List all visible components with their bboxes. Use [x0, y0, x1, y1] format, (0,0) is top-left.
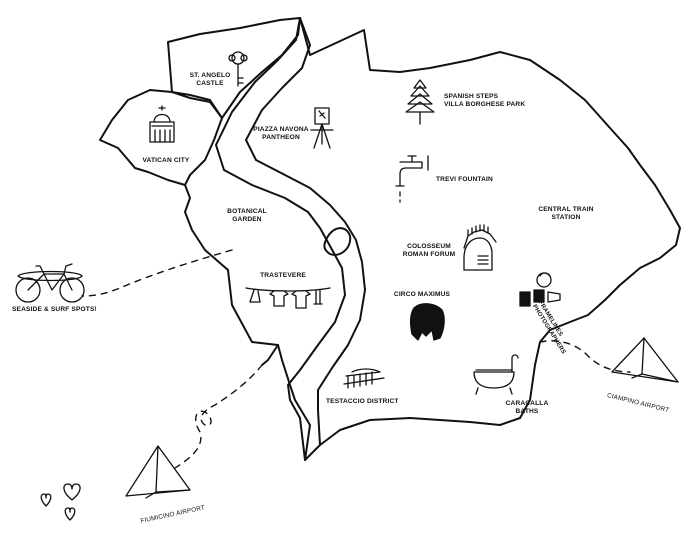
basilica-icon — [149, 105, 175, 143]
route-ciampino — [539, 340, 631, 373]
heart-icon — [40, 493, 52, 507]
route-fiumicino — [171, 364, 263, 471]
city-boundary — [99, 17, 681, 461]
laundry-line-icon — [245, 287, 331, 309]
river-tiber-west — [215, 17, 346, 461]
label-piazza-navona: PIAZZA NAVONA PANTHEON — [253, 126, 309, 141]
st-angelo-block — [167, 17, 301, 119]
label-colosseum: COLOSSEUM ROMAN FORUM — [402, 243, 456, 258]
paper-plane-icon — [125, 445, 191, 499]
label-central-train-station: CENTRAL TRAIN STATION — [538, 206, 594, 221]
camera-crew-icon — [519, 272, 561, 307]
tiber-island — [323, 227, 352, 256]
horse-head-icon — [410, 303, 445, 341]
heart-icon — [63, 483, 81, 501]
paper-plane-icon — [611, 337, 679, 383]
river-tiber-east — [245, 17, 366, 446]
label-testaccio-district: TESTACCIO DISTRICT — [326, 398, 399, 405]
label-circo-maximus: CIRCO MAXIMUS — [393, 291, 451, 298]
heart-icon — [64, 507, 76, 521]
bicycle-surfboard-icon — [15, 263, 85, 303]
easel-icon — [310, 107, 334, 149]
label-spanish-steps: SPANISH STEPS VILLA BORGHESE PARK — [444, 93, 526, 108]
label-caracalla-baths: CARACALLA BATHS — [505, 400, 549, 415]
bathtub-icon — [473, 354, 519, 395]
faucet-icon — [395, 155, 429, 203]
vatican-block — [171, 91, 223, 186]
label-trastevere: TRASTEVERE — [260, 272, 306, 279]
key-icon — [228, 51, 248, 87]
label-seaside-surf-spots: SEASIDE & SURF SPOTS! — [12, 306, 97, 313]
ruins-sketch-icon — [343, 368, 385, 389]
route-seaside — [81, 249, 233, 297]
trastevere-boundary — [261, 344, 279, 366]
gladiator-helmet-icon — [463, 224, 497, 271]
pine-tree-icon — [405, 79, 435, 125]
label-botanical-garden: BOTANICAL GARDEN — [227, 208, 267, 223]
label-st-angelo-castle: ST. ANGELO CASTLE — [189, 72, 231, 87]
label-vatican-city: VATICAN CITY — [142, 157, 190, 164]
label-trevi-fountain: TREVI FOUNTAIN — [436, 176, 493, 183]
